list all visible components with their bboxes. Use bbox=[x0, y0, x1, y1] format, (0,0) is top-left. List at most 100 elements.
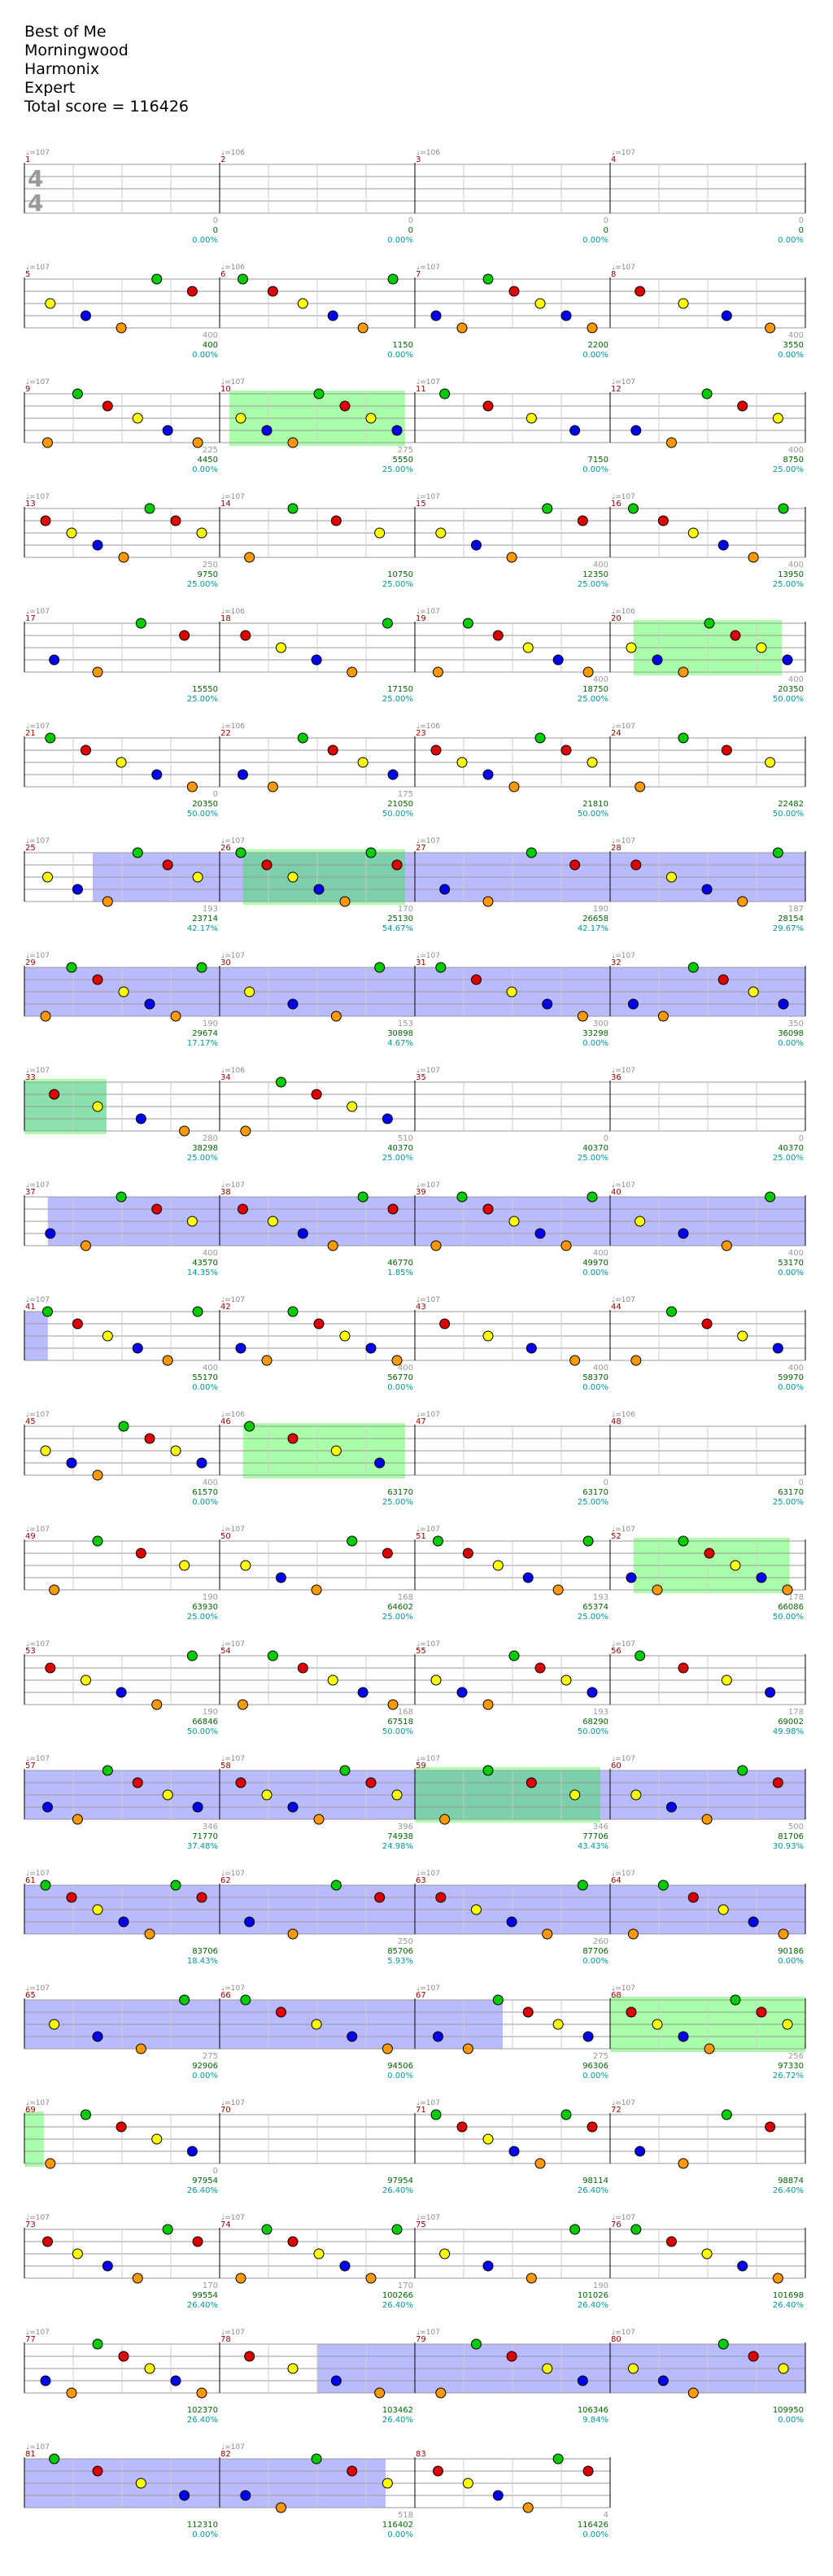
note-gem bbox=[357, 322, 369, 334]
note-gem bbox=[582, 1535, 594, 1547]
cumulative-score: 25130 bbox=[387, 915, 413, 923]
measure-number: 43 bbox=[416, 1303, 426, 1312]
note-gem bbox=[118, 552, 129, 563]
note-gem bbox=[72, 1318, 83, 1329]
note-gem bbox=[192, 437, 203, 448]
overdrive-percent: 0.00% bbox=[582, 1268, 608, 1277]
measure-points: 256 bbox=[788, 2052, 804, 2061]
note-gem bbox=[772, 1777, 783, 1788]
cumulative-score: 83706 bbox=[192, 1947, 218, 1956]
note-gem bbox=[704, 1548, 715, 1559]
note-gem bbox=[587, 1687, 598, 1698]
note-gem bbox=[635, 2146, 646, 2157]
note-gem bbox=[297, 1662, 308, 1674]
measure-number: 78 bbox=[220, 2335, 231, 2344]
overdrive-percent: 50.00% bbox=[773, 695, 804, 704]
overdrive-percent: 26.40% bbox=[187, 2301, 218, 2310]
note-gem bbox=[374, 1457, 386, 1469]
overdrive-percent: 25.00% bbox=[382, 465, 413, 474]
note-gem bbox=[717, 2338, 729, 2350]
note-gem bbox=[275, 642, 286, 653]
overdrive-percent: 25.00% bbox=[382, 1498, 413, 1507]
tempo-label: ♩=107 bbox=[416, 952, 440, 960]
cumulative-score: 8750 bbox=[783, 456, 804, 465]
note-gem bbox=[560, 310, 572, 321]
note-gem bbox=[135, 618, 146, 629]
note-gem bbox=[66, 962, 77, 973]
note-gem bbox=[151, 1699, 163, 1710]
measure-number: 51 bbox=[416, 1532, 426, 1541]
note-gem bbox=[267, 781, 278, 792]
overdrive-percent: 0.00% bbox=[387, 2530, 413, 2539]
note-gem bbox=[80, 2109, 91, 2120]
note-gem bbox=[382, 2478, 393, 2489]
tempo-label: ♩=107 bbox=[26, 1870, 50, 1878]
note-gem bbox=[765, 757, 776, 768]
overdrive-percent: 26.40% bbox=[773, 2186, 804, 2195]
measure-number: 27 bbox=[416, 844, 426, 853]
note-gem bbox=[552, 654, 564, 666]
measure-points: 400 bbox=[788, 675, 804, 684]
measure-number: 16 bbox=[611, 500, 621, 509]
tempo-label: ♩=107 bbox=[416, 2329, 440, 2337]
note-gem bbox=[721, 2109, 732, 2120]
note-gem bbox=[534, 2158, 546, 2169]
cumulative-score: 103462 bbox=[382, 2406, 413, 2415]
note-gem bbox=[508, 1216, 520, 1227]
measure-number: 66 bbox=[220, 1991, 231, 2000]
cumulative-score: 17150 bbox=[387, 685, 413, 694]
cumulative-score: 97954 bbox=[192, 2177, 218, 2185]
note-gem bbox=[297, 1228, 308, 1239]
tempo-label: ♩=107 bbox=[221, 952, 245, 960]
measure-points: 170 bbox=[398, 905, 413, 914]
note-gem bbox=[102, 400, 113, 412]
tempo-label: ♩=107 bbox=[26, 608, 50, 616]
cumulative-score: 63170 bbox=[778, 1488, 804, 1497]
note-gem bbox=[748, 552, 759, 563]
note-gem bbox=[387, 1699, 399, 1710]
note-gem bbox=[704, 2043, 715, 2054]
note-gem bbox=[275, 2006, 286, 2018]
measure-points: 0 bbox=[604, 1134, 608, 1143]
note-gem bbox=[534, 732, 546, 744]
measure-number: 67 bbox=[416, 1991, 426, 2000]
overdrive-percent: 25.00% bbox=[187, 1154, 218, 1163]
note-gem bbox=[630, 1789, 642, 1801]
note-gem bbox=[721, 1240, 732, 1251]
note-gem bbox=[430, 310, 442, 321]
overdrive-percent: 49.98% bbox=[773, 1727, 804, 1736]
tempo-label: ♩=107 bbox=[221, 837, 245, 845]
measure-number: 70 bbox=[220, 2106, 231, 2115]
note-gem bbox=[237, 1203, 248, 1215]
measure-points: 400 bbox=[203, 1249, 218, 1258]
measure-number: 36 bbox=[611, 1073, 621, 1082]
cumulative-score: 18750 bbox=[582, 685, 608, 694]
tempo-label: ♩=107 bbox=[612, 149, 635, 157]
chart-row: ♩=10713250975025.00%♩=107141075025.00%♩=… bbox=[24, 493, 806, 589]
note-gem bbox=[287, 998, 299, 1010]
note-gem bbox=[678, 2158, 689, 2169]
tempo-label: ♩=107 bbox=[26, 837, 50, 845]
overdrive-percent: 17.17% bbox=[187, 1039, 218, 1048]
overdrive-percent: 0.00% bbox=[192, 236, 218, 245]
tempo-label: ♩=107 bbox=[416, 264, 440, 272]
note-gem bbox=[41, 2236, 53, 2247]
cumulative-score: 15550 bbox=[192, 685, 218, 694]
tempo-label: ♩=107 bbox=[612, 264, 635, 272]
overdrive-percent: 29.67% bbox=[773, 924, 804, 933]
measure-points: 170 bbox=[398, 2281, 413, 2290]
chart-row: ♩=107491906393025.00%♩=107501686460225.0… bbox=[24, 1526, 806, 1622]
measure-points: 225 bbox=[203, 446, 218, 455]
tempo-label: ♩=107 bbox=[416, 837, 440, 845]
tempo-label: ♩=107 bbox=[26, 2443, 50, 2452]
note-gem bbox=[41, 871, 53, 883]
overdrive-percent: 0.00% bbox=[582, 1039, 608, 1048]
chart-row: ♩=107573467177037.48%♩=107583967493824.9… bbox=[24, 1755, 806, 1851]
note-gem bbox=[560, 1240, 572, 1251]
measure-points: 190 bbox=[593, 2281, 608, 2290]
overdrive-percent: 0.00% bbox=[192, 1498, 218, 1507]
measure-number: 33 bbox=[25, 1073, 36, 1082]
note-gem bbox=[506, 552, 517, 563]
measure-points: 350 bbox=[788, 1019, 804, 1028]
tempo-label: ♩=106 bbox=[221, 1067, 245, 1075]
